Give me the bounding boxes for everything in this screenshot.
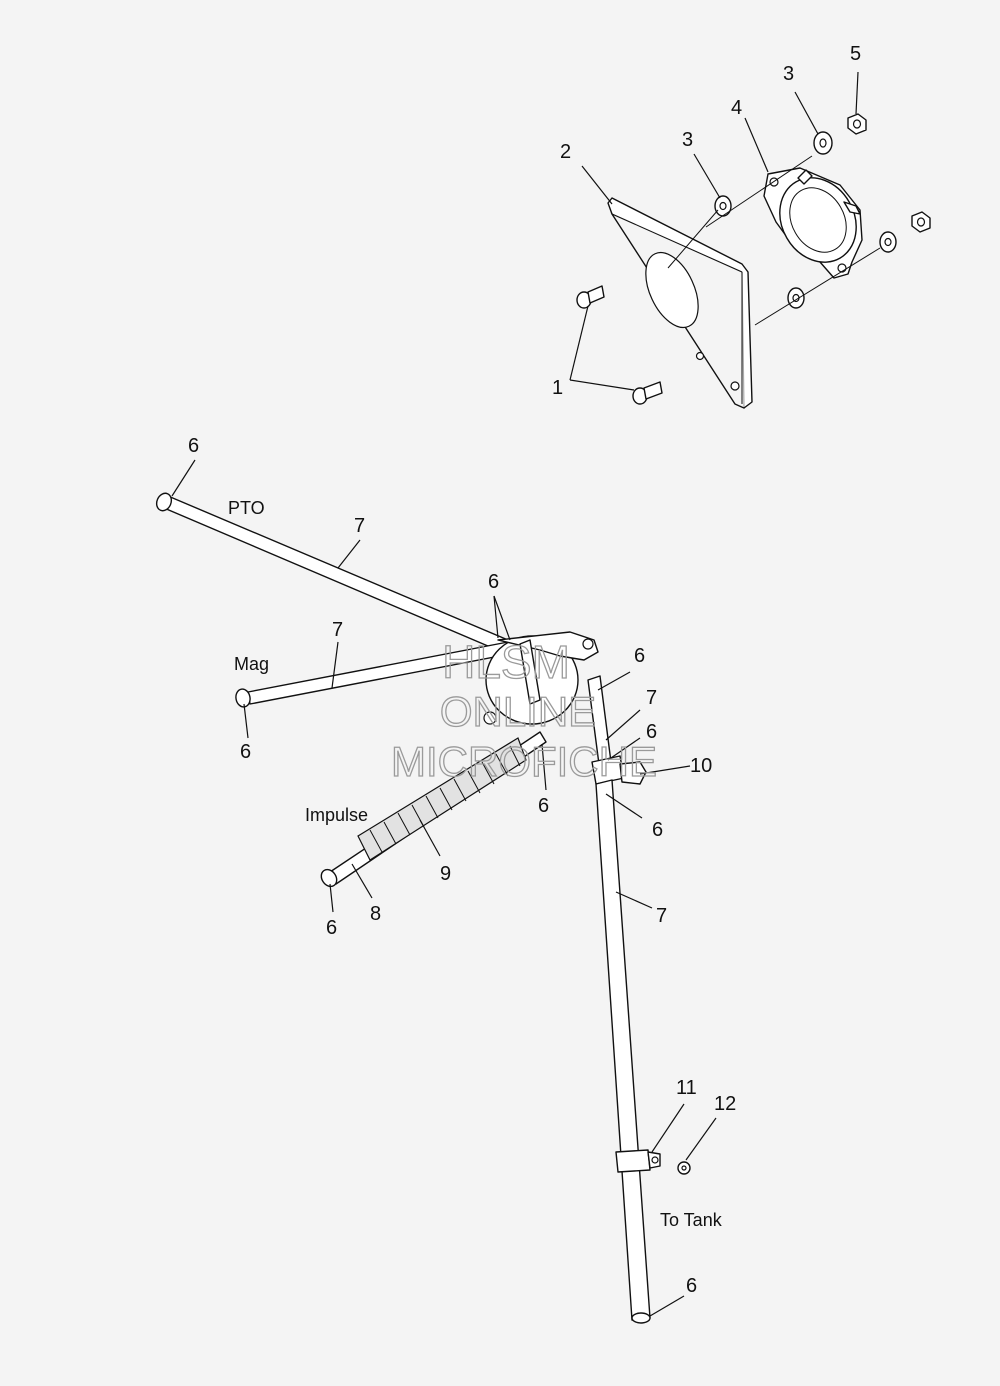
callout-6: 6	[686, 1275, 697, 1297]
callout-5: 5	[850, 43, 861, 65]
callout-3: 3	[682, 129, 693, 151]
watermark-line-2: ONLINE	[440, 688, 596, 735]
callout-6: 6	[538, 795, 549, 817]
callout-6: 6	[488, 571, 499, 593]
pulse-fuel-pump	[483, 631, 599, 725]
hose-clamp	[615, 1149, 661, 1173]
callout-6: 6	[634, 645, 645, 667]
callout-2: 2	[560, 141, 571, 163]
callout-12: 12	[714, 1093, 736, 1115]
callout-7: 7	[656, 905, 667, 927]
nut-lower	[911, 211, 931, 233]
nut-upper	[847, 113, 867, 135]
bolt-lower	[632, 381, 663, 405]
callout-4: 4	[731, 97, 742, 119]
watermark-line-1: HLSM	[442, 636, 570, 688]
label-pto: PTO	[228, 498, 265, 518]
washer-front	[714, 195, 732, 217]
label-to-tank: To Tank	[660, 1210, 723, 1230]
callout-6: 6	[326, 917, 337, 939]
fuel-pump	[763, 167, 863, 279]
washer-rear-lower	[879, 231, 897, 253]
callout-6: 6	[240, 741, 251, 763]
label-mag: Mag	[234, 654, 269, 674]
callout-11: 11	[676, 1077, 697, 1099]
watermark-line-3: MICROFICHE	[391, 738, 657, 785]
washer-rear	[813, 131, 833, 155]
clamp-screw	[677, 1161, 691, 1175]
label-impulse: Impulse	[305, 805, 368, 825]
callout-6: 6	[652, 819, 663, 841]
callout-7: 7	[332, 619, 343, 641]
shutoff-valve	[591, 755, 647, 785]
callout-10: 10	[690, 755, 712, 777]
callout-6: 6	[646, 721, 657, 743]
callout-1: 1	[552, 377, 563, 399]
hose-to-tank	[595, 779, 651, 1324]
bolt-upper	[576, 285, 605, 309]
callout-3: 3	[783, 63, 794, 85]
callout-8: 8	[370, 903, 381, 925]
hose-labels: PTO Mag Impulse To Tank	[228, 498, 723, 1230]
callout-7: 7	[646, 687, 657, 709]
washer-lower	[787, 287, 805, 309]
callout-numbers: 1 2 3 3 4 5 6 6 6 6 6 6 6 6 6 6 7 7 7 7 …	[188, 43, 861, 1297]
callout-9: 9	[440, 863, 451, 885]
leader-lines	[171, 71, 859, 1317]
mounting-bracket	[607, 197, 753, 409]
callout-6: 6	[188, 435, 199, 457]
hose-spring	[357, 737, 527, 861]
callout-7: 7	[354, 515, 365, 537]
watermark: HLSM ONLINE MICROFICHE	[390, 635, 657, 785]
